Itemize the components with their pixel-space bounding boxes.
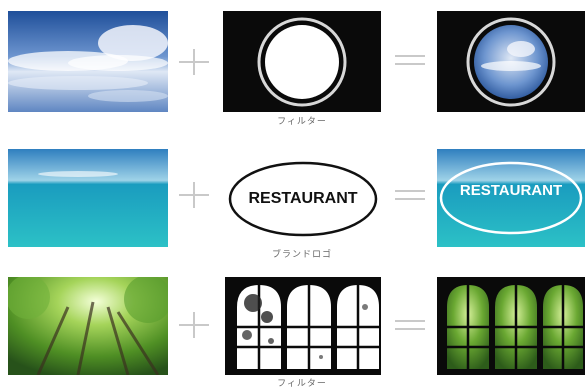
plus-icon bbox=[176, 310, 212, 340]
window-filter-caption: フィルター bbox=[277, 379, 327, 389]
sea-photo bbox=[8, 149, 168, 247]
equals-icon bbox=[392, 310, 428, 340]
logo-caption: ブランドロゴ bbox=[271, 250, 332, 260]
plus-icon bbox=[176, 180, 212, 210]
forest-photo bbox=[8, 277, 168, 375]
logo-text: RESTAURANT bbox=[248, 190, 358, 207]
filter-caption: フィルター bbox=[277, 117, 327, 127]
window-filter bbox=[225, 277, 381, 375]
logo-result bbox=[437, 149, 585, 247]
window-result bbox=[437, 277, 585, 375]
equals-icon bbox=[392, 180, 428, 210]
circle-filter bbox=[223, 11, 381, 112]
equals-icon bbox=[392, 45, 428, 75]
sky-photo bbox=[8, 11, 168, 112]
plus-icon bbox=[176, 47, 212, 77]
brand-logo bbox=[225, 158, 381, 240]
circle-result bbox=[437, 11, 585, 112]
logo-result-text: RESTAURANT bbox=[459, 182, 563, 199]
